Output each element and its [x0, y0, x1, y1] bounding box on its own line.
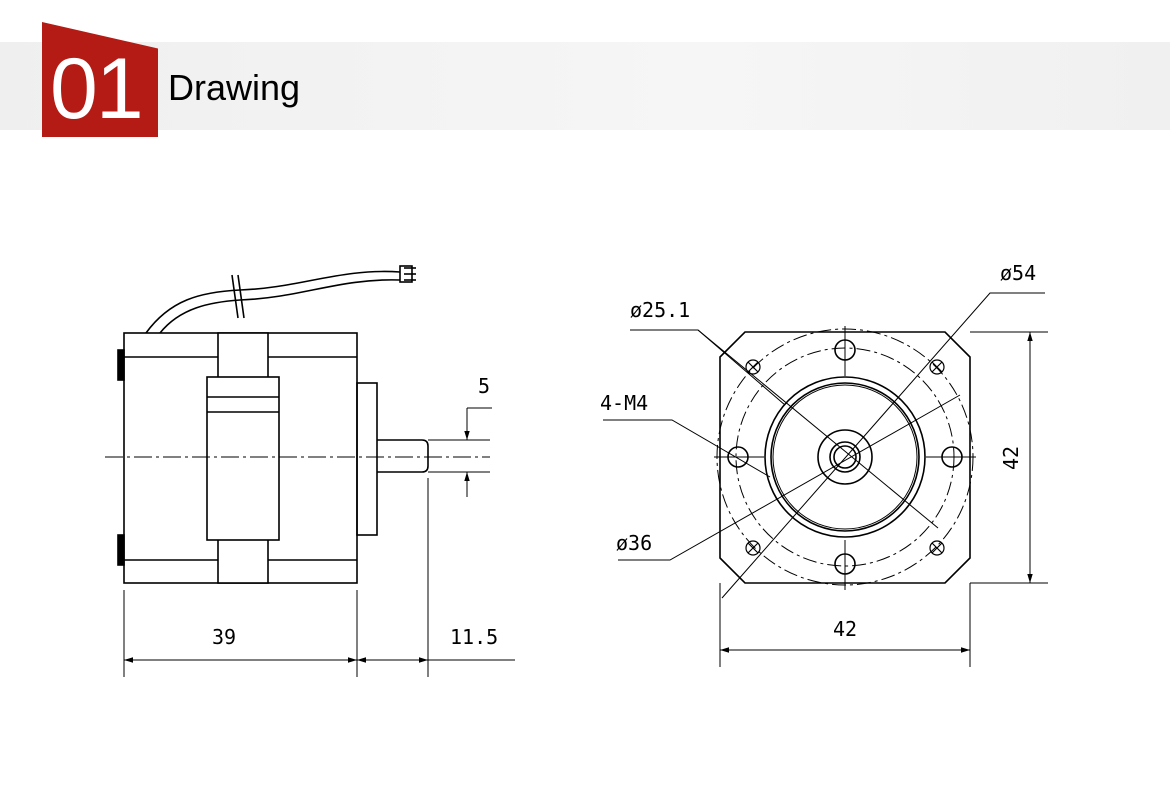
- label-4-m4: 4-M4: [600, 391, 648, 415]
- leader-dia-54: [721, 292, 1045, 599]
- dim-shaft-dia: 5: [478, 374, 490, 398]
- leader-dia-25-1: [630, 329, 786, 406]
- label-dia-25-1: ø25.1: [630, 298, 690, 322]
- threaded-holes: [714, 326, 976, 590]
- label-sleeve: [206, 376, 280, 541]
- leader-dia-36: [618, 394, 961, 561]
- cable: [145, 270, 401, 334]
- pilot-boss: [817, 429, 873, 485]
- label-dia-54: ø54: [1000, 261, 1036, 285]
- dim-width: 42: [833, 617, 857, 641]
- dim-shaft-length: 11.5: [450, 625, 498, 649]
- section-title: Drawing: [168, 67, 301, 108]
- mounting-plate: [719, 331, 971, 584]
- section-number: 01: [50, 41, 144, 137]
- shaft-end: [829, 441, 861, 473]
- side-view: [105, 265, 515, 677]
- flange: [356, 382, 378, 536]
- dim-height: 42: [999, 446, 1023, 470]
- header-bar: [0, 42, 1170, 130]
- pilot-outer: [764, 376, 926, 538]
- dim-length: 39: [212, 625, 236, 649]
- front-view: [603, 292, 1048, 667]
- label-dia-36: ø36: [616, 531, 652, 555]
- shaft: [377, 439, 429, 473]
- leader-4-m4: [603, 419, 771, 478]
